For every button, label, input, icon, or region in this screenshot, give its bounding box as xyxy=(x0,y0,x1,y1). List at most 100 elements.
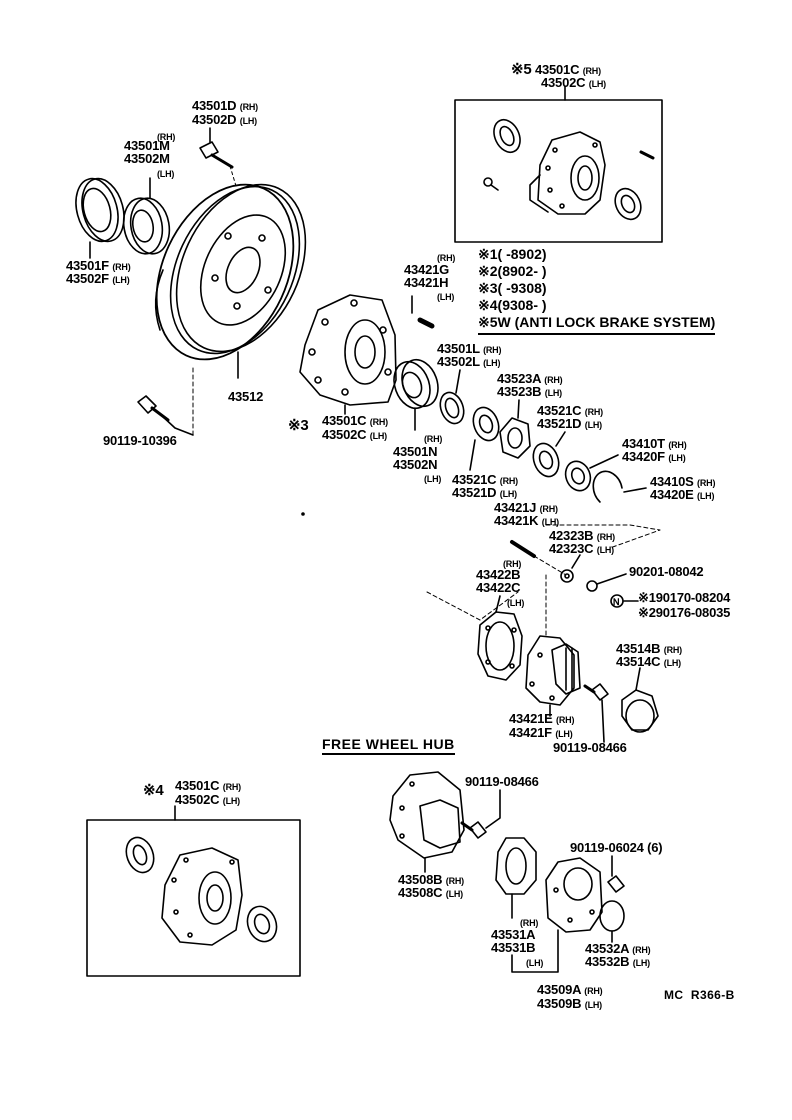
label-90119-08466-a: 90119-08466 xyxy=(553,741,627,755)
part-number: 43421G xyxy=(404,262,450,277)
part-number: 43514B xyxy=(616,641,661,656)
side-lh: (LH) xyxy=(668,453,686,463)
legend-row-1: ※1( -8902) xyxy=(478,246,715,263)
side-rh: (RH) xyxy=(582,66,601,76)
label-43512: 43512 xyxy=(228,390,263,404)
side-rh: (RH) xyxy=(239,102,258,112)
label-43514B: 43514B (RH) xyxy=(616,642,682,657)
axle-hub-43501C xyxy=(299,294,397,406)
side-lh: (LH) xyxy=(239,116,257,126)
part-number: 43508C xyxy=(398,885,443,900)
label-43502M: 43502M xyxy=(124,152,170,166)
label-43502L: 43502L (LH) xyxy=(437,355,500,370)
part-number: 43508B xyxy=(398,872,443,887)
legend-text: (9308- ) xyxy=(497,297,547,313)
side-rh: (RH) xyxy=(544,375,563,385)
label-43501L: 43501L (RH) xyxy=(437,342,501,357)
hub-stud-43421G xyxy=(411,295,435,329)
side-rh: (RH) xyxy=(424,434,443,444)
variant-mark: ※2 xyxy=(638,605,656,620)
part-number: 43532B xyxy=(585,954,630,969)
part-number: 43521D xyxy=(452,485,497,500)
part-number: 43523B xyxy=(497,384,542,399)
label-box4-b: 43502C (LH) xyxy=(175,793,240,808)
part-number: 43502L xyxy=(437,354,480,369)
part-number: 43532A xyxy=(585,941,629,956)
label-hub3-a: 43501C (RH) xyxy=(322,414,388,429)
label-43502N: 43502N xyxy=(393,458,438,472)
part-number: 43521D xyxy=(537,416,582,431)
box4-axle-hub xyxy=(161,847,243,946)
label-90176-08035: ※290176-08035 xyxy=(638,606,730,620)
part-number: 90201-08042 xyxy=(629,564,704,579)
side-rh: (RH) xyxy=(556,715,575,725)
label-43532A: 43532A (RH) xyxy=(585,941,651,957)
label-43422C-side: (LH) xyxy=(507,595,524,610)
variant-mark: ※1 xyxy=(638,590,656,605)
side-lh: (LH) xyxy=(544,388,562,398)
label-43420F: 43420F (LH) xyxy=(622,450,686,465)
part-number: 43531A xyxy=(491,927,536,942)
side-rh: (RH) xyxy=(445,876,464,886)
part-number: 43501D xyxy=(192,98,237,113)
part-number: 42323C xyxy=(549,541,594,556)
label-90201-08042: 90201-08042 xyxy=(629,564,704,579)
legend-row-5: ※5W (ANTI LOCK BRAKE SYSTEM) xyxy=(478,314,716,335)
label-43508B: 43508B (RH) xyxy=(398,873,464,888)
label-43421G-side: (RH) xyxy=(437,250,455,265)
label-43421E: 43421E (RH) xyxy=(509,712,574,727)
lock-plate-43523A xyxy=(499,417,531,459)
side-rh: (RH) xyxy=(663,645,682,655)
side-lh: (LH) xyxy=(596,545,614,555)
flange-43421E xyxy=(525,635,581,706)
washer-90201-08042 xyxy=(586,580,598,592)
lock-washer-43521C xyxy=(472,406,500,442)
label-43422B-side: (RH) xyxy=(503,556,521,571)
part-number: 43410T xyxy=(622,436,665,451)
side-rh: (RH) xyxy=(503,559,522,569)
label-43421F: 43421F (LH) xyxy=(509,726,573,741)
legend-row-2: ※2(8902- ) xyxy=(478,263,715,280)
legend-mark: ※5 xyxy=(478,314,498,330)
label-43521C-b: 43521C (RH) xyxy=(452,473,518,488)
side-rh: (RH) xyxy=(483,345,502,355)
label-43521D-a: 43521D (LH) xyxy=(537,417,602,432)
bolt-90119-08466-b xyxy=(460,789,501,839)
side-lh: (LH) xyxy=(632,958,650,968)
label-90119-10396: 90119-10396 xyxy=(103,434,177,448)
part-number: 43421F xyxy=(509,725,552,740)
label-43532B: 43532B (LH) xyxy=(585,955,650,970)
label-43421H: 43421H xyxy=(404,276,449,290)
abs-hub-box xyxy=(454,99,663,243)
label-43531B-side: (LH) xyxy=(526,955,543,970)
abs-stud xyxy=(639,150,655,160)
label-43502M-side: (LH) xyxy=(157,166,174,181)
side-lh: (LH) xyxy=(369,431,387,441)
part-number: 90119-10396 xyxy=(103,433,177,448)
gasket-43531A xyxy=(495,837,537,895)
part-number: 43502C xyxy=(322,427,367,442)
side-lh: (LH) xyxy=(157,169,175,179)
bolt-90119-10396 xyxy=(137,395,194,436)
label-90119-06024: 90119-06024 (6) xyxy=(570,841,663,855)
part-number: 43502C xyxy=(175,792,220,807)
part-number: 42323B xyxy=(549,528,594,543)
side-lh: (LH) xyxy=(555,729,573,739)
variant-mark: ※4 xyxy=(143,782,164,799)
legend-mark: ※4 xyxy=(478,297,498,313)
part-number: 90170-08204 xyxy=(655,590,731,605)
side-lh: (LH) xyxy=(526,958,544,968)
part-43502C-box5: 43502C xyxy=(541,75,586,90)
free-wheel-hub-body-43508B xyxy=(389,771,465,859)
box4-bearing xyxy=(246,905,278,943)
part-number: 43501N xyxy=(393,444,438,459)
cover-43509A xyxy=(545,857,603,933)
label-43502F: 43502F (LH) xyxy=(66,272,130,287)
side-rh: (RH) xyxy=(668,440,687,450)
part-number: 43514C xyxy=(616,654,661,669)
label-43509B: 43509B (LH) xyxy=(537,997,602,1012)
side-rh: (RH) xyxy=(539,504,558,514)
label-43509A: 43509A (RH) xyxy=(537,983,603,998)
free-wheel-hub-title: FREE WHEEL HUB xyxy=(322,736,455,755)
